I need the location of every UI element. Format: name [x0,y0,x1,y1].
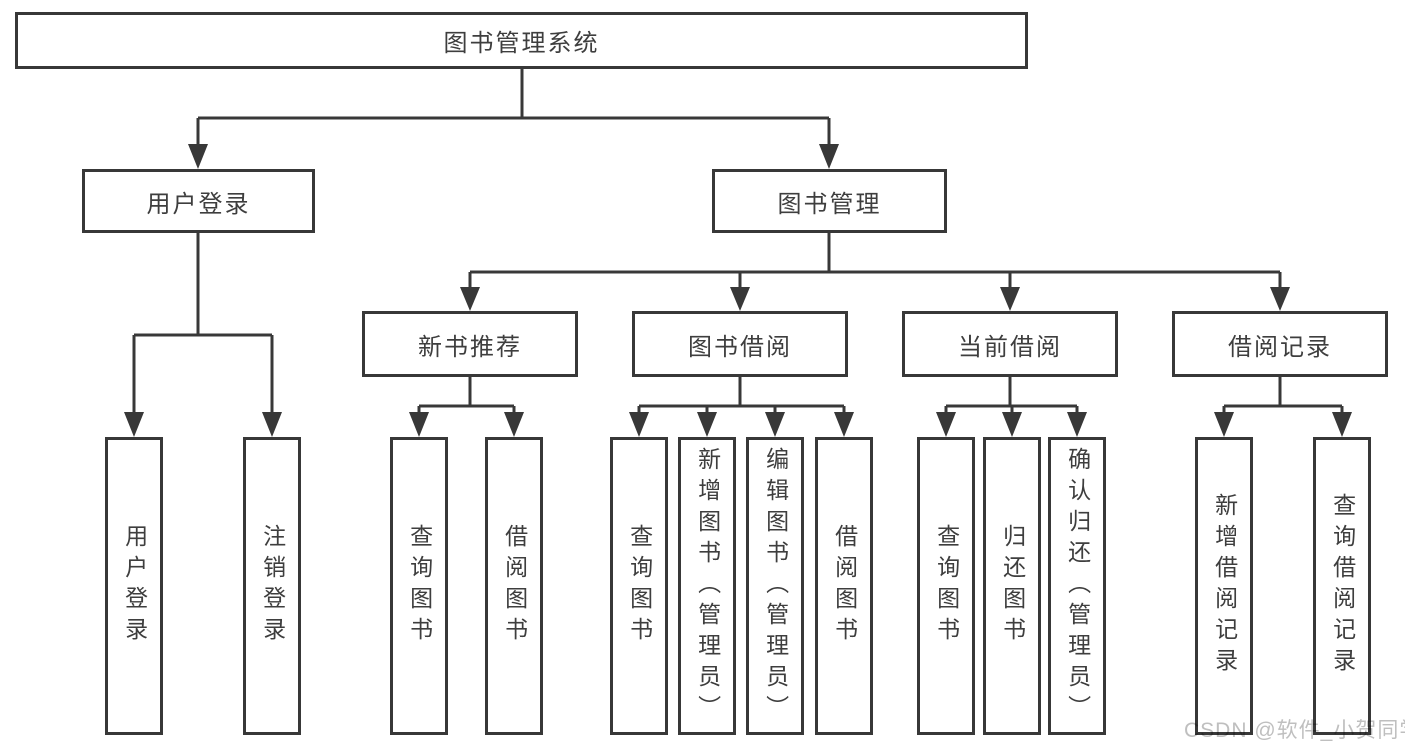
leaf-label: 新增图书（管理员） [694,446,721,726]
connector-records-to-children [1214,377,1352,437]
node-current-borrowing: 当前借阅 [902,311,1118,377]
node-new-book-recommend: 新书推荐 [362,311,578,377]
node-book-borrowing: 图书借阅 [632,311,848,377]
connector-current-to-children [936,377,1087,437]
connector-newbook-to-children [409,377,524,437]
node-label: 图书管理 [777,190,882,218]
node-label: 新书推荐 [418,333,522,361]
leaf-edit-books-admin: 编辑图书（管理员） [746,437,804,735]
node-label: 借阅记录 [1228,333,1332,361]
connector-bookmgmt-to-modules [460,233,1290,311]
csdn-watermark: CSDN @软件_小贺同学 [1184,719,1405,742]
node-label: 图书管理系统 [443,30,600,57]
connector-borrow-to-children [629,377,854,437]
leaf-return-books: 归还图书 [983,437,1041,735]
leaf-label: 确认归还（管理员） [1064,446,1091,726]
node-user-login: 用户登录 [82,169,315,233]
leaf-query-books-borrowing: 查询图书 [610,437,668,735]
leaf-label: 查询图书 [626,524,653,648]
leaf-logout: 注销登录 [243,437,301,735]
leaf-add-books-admin: 新增图书（管理员） [678,437,736,735]
leaf-query-books-recommend: 查询图书 [390,437,448,735]
node-label: 当前借阅 [958,333,1062,361]
leaf-query-books-current: 查询图书 [917,437,975,735]
leaf-label: 编辑图书（管理员） [762,446,789,726]
node-label: 图书借阅 [688,333,792,361]
leaf-borrow-books-recommend: 借阅图书 [485,437,543,735]
leaf-label: 查询借阅记录 [1329,493,1356,679]
node-book-management: 图书管理 [712,169,947,233]
connector-userlogin-to-children [124,233,282,437]
leaf-borrow-books: 借阅图书 [815,437,873,735]
node-label: 用户登录 [146,190,251,218]
leaf-query-borrow-record: 查询借阅记录 [1313,437,1371,735]
leaf-label: 查询图书 [406,524,433,648]
node-borrowing-records: 借阅记录 [1172,311,1388,377]
leaf-label: 借阅图书 [501,524,528,648]
leaf-label: 归还图书 [999,524,1026,648]
leaf-user-login: 用户登录 [105,437,163,735]
leaf-confirm-return-admin: 确认归还（管理员） [1048,437,1106,735]
leaf-add-borrow-record: 新增借阅记录 [1195,437,1253,735]
connector-root-to-level2 [188,68,839,169]
leaf-label: 注销登录 [259,524,286,648]
leaf-label: 新增借阅记录 [1211,493,1238,679]
leaf-label: 用户登录 [121,524,148,648]
node-book-management-system: 图书管理系统 [15,12,1028,69]
leaf-label: 查询图书 [933,524,960,648]
leaf-label: 借阅图书 [831,524,858,648]
